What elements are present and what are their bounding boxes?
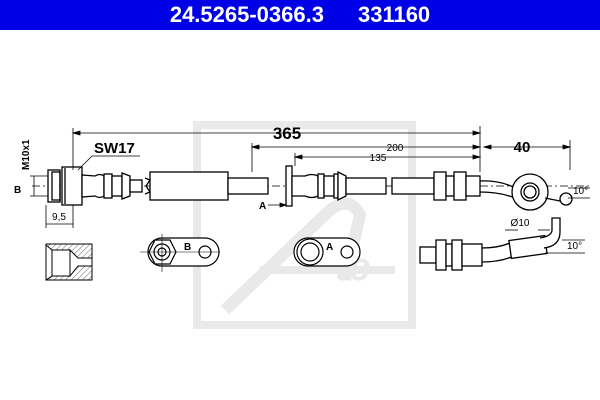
view-b-label: B bbox=[184, 242, 191, 253]
reference-number: 331160 bbox=[357, 2, 431, 27]
dim-thread: M10x1 bbox=[21, 139, 32, 170]
title-bar: 24.5265-0366.3 331160 bbox=[0, 0, 600, 30]
side-view-fitting bbox=[419, 217, 561, 271]
middle-bracket-fitting bbox=[285, 165, 347, 207]
dim-end-fitting: 40 bbox=[514, 139, 531, 156]
dim-eye-diameter: Ø10 bbox=[511, 218, 530, 229]
dim-wrench-size: SW17 bbox=[94, 140, 135, 157]
dim-overall-length: 365 bbox=[273, 124, 301, 143]
thread-section-view bbox=[45, 243, 93, 281]
view-a-label: A bbox=[326, 242, 333, 253]
dim-135: 135 bbox=[370, 153, 387, 164]
view-a-detail bbox=[293, 237, 361, 267]
dim-angle-top: 10° bbox=[573, 186, 588, 197]
dim-angle-bottom: 10° bbox=[567, 241, 582, 252]
dim-200: 200 bbox=[387, 143, 404, 154]
dimension-lines bbox=[30, 126, 590, 254]
part-number: 24.5265-0366.3 bbox=[169, 2, 324, 27]
dim-thread-length: 9,5 bbox=[52, 212, 66, 223]
view-b-detail bbox=[140, 234, 220, 272]
left-fitting bbox=[47, 166, 143, 206]
hose-right bbox=[345, 171, 481, 201]
label-b-side: B bbox=[14, 185, 21, 196]
hose-left bbox=[144, 171, 269, 201]
banjo-eye-fitting bbox=[479, 173, 573, 211]
technical-drawing: te bbox=[14, 121, 590, 329]
label-a-side: A bbox=[259, 201, 266, 212]
